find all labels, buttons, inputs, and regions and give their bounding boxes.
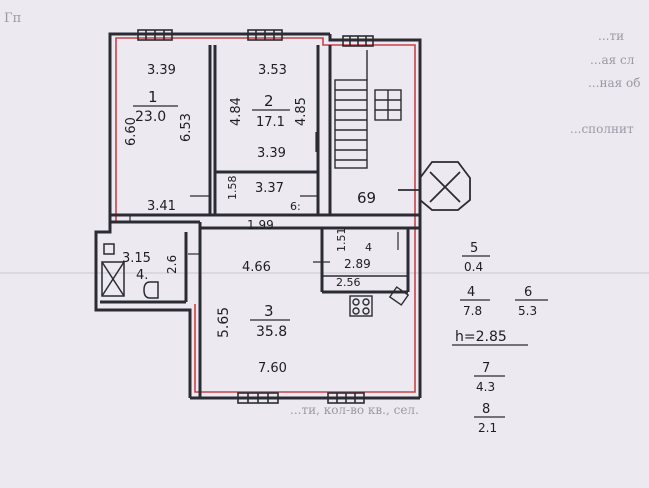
windows [137, 29, 374, 404]
corridor-width: 1.99 [247, 218, 274, 232]
bg-text-right-4: ...сполнит [570, 122, 634, 136]
background-form-text: Гп ...ти ...ая сл ...ная об ...сполнит .… [0, 11, 649, 417]
wall-north-east [328, 34, 422, 262]
legend-5-area: 0.4 [464, 260, 483, 274]
room3-area: 35.8 [256, 324, 287, 340]
room5-number: 6: [290, 200, 301, 213]
red-outline-path [115, 37, 416, 393]
bath-fixtures [101, 243, 159, 299]
room2-right-length: 4.85 [294, 97, 309, 126]
bg-text-right-3: ...ная об [588, 76, 640, 90]
legend-6-number: 6 [524, 285, 532, 300]
legend-7-number: 7 [482, 361, 490, 376]
room3-length: 5.65 [216, 307, 232, 338]
kitchen-fixtures [322, 275, 410, 317]
room4-width: 3.15 [122, 251, 151, 266]
legend-4-number: 4 [467, 285, 475, 300]
room1-length: 6.53 [179, 113, 194, 142]
red-outline [115, 37, 416, 393]
doors [129, 132, 399, 263]
room2-bottom-width: 3.39 [257, 146, 286, 161]
room-labels: 3.39 1 23.0 6.53 6.60 3.41 3.53 2 17.1 4… [122, 63, 376, 376]
room5-width: 3.37 [255, 181, 284, 196]
wall-north-west [108, 32, 330, 222]
window-stair [342, 35, 374, 47]
legend-6-area: 5.3 [518, 304, 537, 318]
legend-8-number: 8 [482, 402, 490, 417]
legend-7-area: 4.3 [476, 380, 495, 394]
room2-number: 2 [264, 92, 274, 110]
room4-length: 2.6 [165, 255, 179, 274]
room1-area: 23.0 [135, 109, 166, 125]
window-room2 [247, 29, 283, 41]
sink-kitchen [388, 286, 410, 306]
room1-width: 3.39 [147, 63, 176, 78]
stair-label: 69 [357, 189, 376, 207]
legend-5-number: 5 [470, 241, 478, 256]
bg-text-right-2: ...ая сл [590, 53, 635, 67]
room1-bottom-width: 3.41 [147, 199, 176, 214]
room4-number: 4. [136, 268, 148, 283]
wall-west-lower [94, 222, 192, 398]
room2-left-length: 4.84 [229, 97, 244, 126]
room7-width: 2.89 [344, 257, 371, 271]
window-room1 [137, 29, 173, 41]
sink [103, 243, 115, 255]
bg-text-bottom: ...ти, кол-во кв., сел. [290, 403, 419, 417]
legend-height: h=2.85 [455, 329, 507, 345]
window-room3-left [237, 392, 279, 404]
area-legend: 5 0.4 4 7.8 6 5.3 h=2.85 7 4.3 8 2.1 [452, 241, 548, 435]
bg-text-right-1: ...ти [598, 29, 624, 43]
room2-area: 17.1 [256, 115, 285, 130]
room1-number: 1 [148, 88, 158, 106]
room3-number: 3 [264, 302, 274, 320]
balcony [398, 161, 471, 211]
window-room3-right [327, 392, 365, 404]
walls [94, 32, 422, 400]
room5-length: 1.58 [226, 176, 239, 201]
stove [349, 295, 373, 317]
toilet [143, 281, 159, 299]
bg-text-top-left: Гп [4, 11, 21, 26]
room1-outer-length: 6.60 [124, 117, 139, 146]
legend-4-area: 7.8 [463, 304, 482, 318]
stair-flight [334, 50, 402, 169]
legend-8-area: 2.1 [478, 421, 497, 435]
room3-bottom-width: 7.60 [258, 361, 287, 376]
shower-tray [101, 261, 125, 297]
room7-number: 4 [365, 241, 372, 254]
room2-width: 3.53 [258, 63, 287, 78]
room8-width: 2.56 [336, 276, 361, 289]
room3-width: 4.66 [242, 260, 271, 275]
room7-height: 1.51 [335, 228, 348, 253]
